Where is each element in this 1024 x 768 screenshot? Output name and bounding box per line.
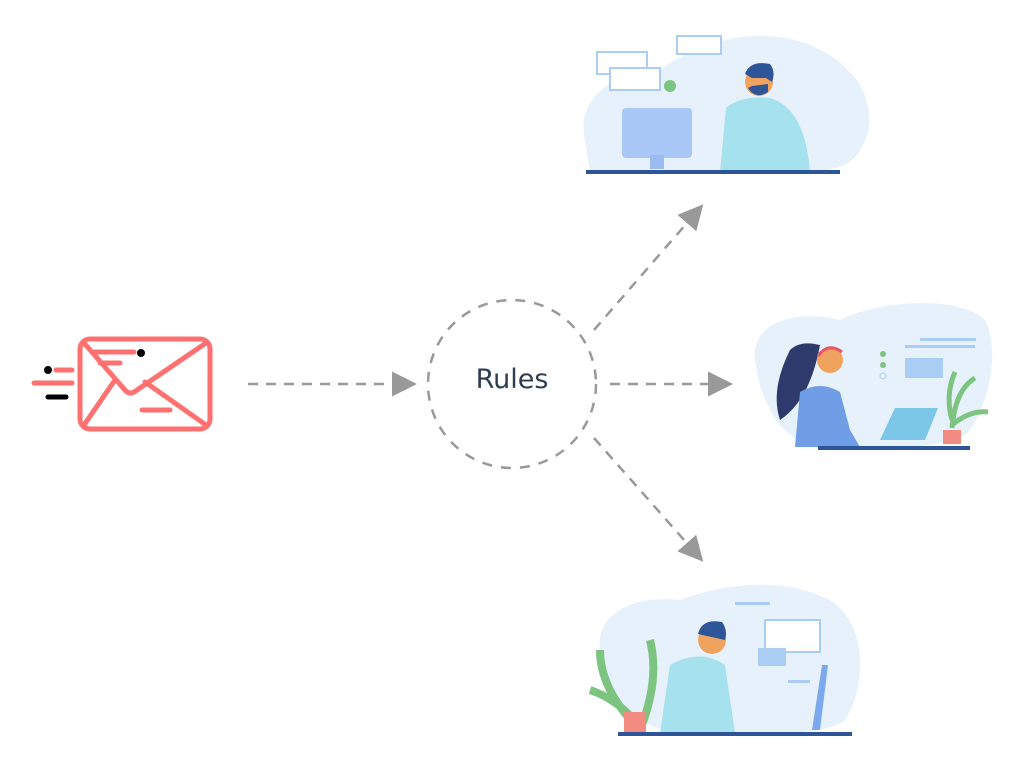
rules-node [426,298,598,470]
agent-at-workstation-illustration [588,584,861,736]
arrow-rules-to-agent-1 [593,204,704,331]
arrow-rules-to-agent-3 [593,437,704,562]
agent-with-headset-illustration [754,303,993,450]
email-sending-icon [31,336,213,432]
agent-at-desktop-illustration [583,35,870,174]
rules-node-label: Rules [475,364,549,395]
